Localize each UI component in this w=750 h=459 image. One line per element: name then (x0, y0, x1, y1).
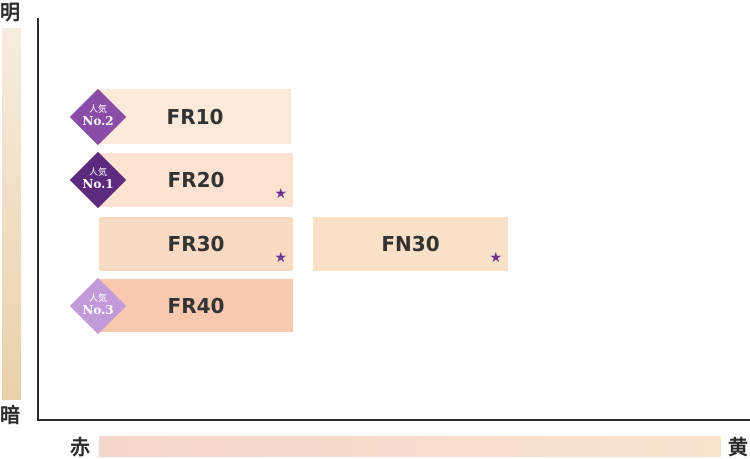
hue-gradient-bar (99, 436, 721, 457)
badge-rank: No.3 (82, 303, 114, 318)
brightness-gradient-bar (2, 28, 21, 400)
star-icon: ★ (274, 186, 287, 202)
product-box-fn30: FN30 ★ (313, 217, 508, 271)
badge-label: 人気 (88, 104, 107, 115)
x-axis-line (37, 419, 750, 421)
product-name: FR20 (167, 168, 225, 192)
popularity-badge-no3: 人気 No.3 (69, 277, 127, 335)
badge-rank: No.1 (82, 177, 114, 192)
product-name: FR40 (167, 293, 225, 318)
badge-rank: No.2 (82, 114, 114, 129)
axis-label-yellow: 黄 (728, 435, 748, 459)
badge-label: 人気 (88, 293, 107, 304)
star-icon: ★ (274, 250, 287, 266)
badge-label: 人気 (88, 167, 107, 178)
product-box-fr10: FR10 (99, 89, 291, 144)
popularity-badge-no1: 人気 No.1 (69, 151, 127, 209)
product-box-fr40: FR40 (99, 279, 293, 332)
axis-label-dark: 暗 (0, 403, 20, 427)
product-name: FR10 (166, 104, 224, 129)
star-icon: ★ (489, 250, 502, 266)
product-name: FR30 (167, 232, 225, 256)
product-box-fr20: FR20 ★ (99, 153, 293, 207)
axis-label-red: 赤 (70, 435, 90, 459)
popularity-badge-no2: 人気 No.2 (69, 88, 127, 146)
product-box-fr30: FR30 ★ (99, 217, 293, 271)
product-name: FN30 (381, 232, 440, 256)
axis-label-bright: 明 (0, 0, 20, 24)
y-axis-line (37, 18, 39, 421)
